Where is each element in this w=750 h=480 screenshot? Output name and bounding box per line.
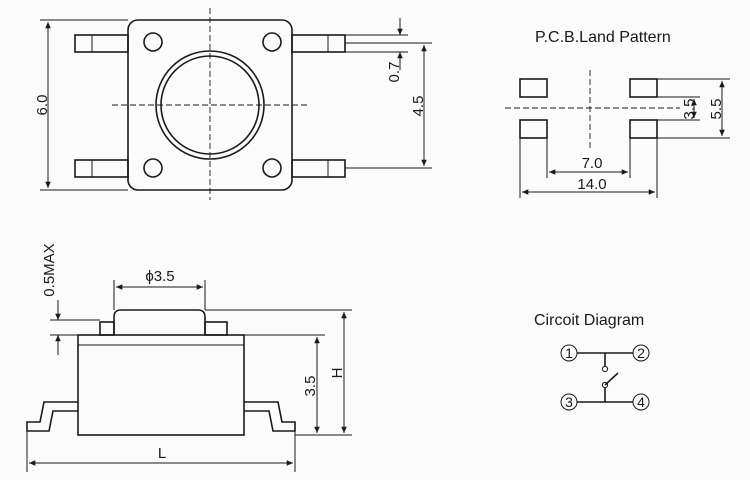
mount-hole <box>143 32 163 52</box>
dim-stem-label: 0.5MAX <box>41 243 58 296</box>
lead-top-right <box>291 34 346 53</box>
switch-contact <box>601 365 609 373</box>
svg-text:2: 2 <box>637 345 645 361</box>
dim-width-label: 6.0 <box>34 95 51 116</box>
lead-top-left <box>74 34 129 53</box>
node-4: 4 <box>632 393 650 411</box>
dim-lead-label: 0.7 <box>386 62 403 83</box>
svg-text:4: 4 <box>637 394 645 410</box>
mount-hole <box>143 158 163 178</box>
dim-inner-label: 7.0 <box>582 155 603 172</box>
side-bump <box>99 321 115 336</box>
pcb-land-pattern: P.C.B.Land Pattern 3.5 5.5 7.0 14.0 <box>505 29 730 198</box>
side-lead-right <box>244 401 296 432</box>
mount-hole <box>262 158 282 178</box>
pad <box>519 119 548 139</box>
svg-text:3: 3 <box>565 394 573 410</box>
node-3: 3 <box>560 393 578 411</box>
top-view: 6.0 0.7 4.5 <box>34 8 432 200</box>
dim-outer-label: 14.0 <box>577 176 606 193</box>
node-1: 1 <box>560 344 578 362</box>
dim-diameter-label: ϕ3.5 <box>145 268 174 285</box>
pcb-title: P.C.B.Land Pattern <box>535 29 671 46</box>
dim-pad-pitch-label: 5.5 <box>708 99 725 120</box>
pad <box>629 78 658 98</box>
side-body <box>77 334 245 436</box>
pad <box>629 119 658 139</box>
actuator-outer <box>155 50 265 160</box>
circuit-title: Circoit Diagram <box>534 312 644 329</box>
side-view: 0.5MAX ϕ3.5 3.5 H L <box>26 243 352 472</box>
switch-contact <box>601 381 609 389</box>
node-2: 2 <box>632 344 650 362</box>
dim-pitch-label: 4.5 <box>410 96 427 117</box>
dim-body-label: 3.5 <box>302 376 319 397</box>
dim-pad-gap-label: 3.5 <box>681 99 698 120</box>
dim-length-label: L <box>158 445 166 462</box>
side-lead-left <box>26 401 78 432</box>
circuit-diagram: Circoit Diagram 1 2 3 4 <box>534 312 650 411</box>
dim-height-label: H <box>329 368 346 379</box>
mount-hole <box>262 32 282 52</box>
lead-bottom-left <box>74 159 129 178</box>
lead-bottom-right <box>291 159 346 178</box>
side-bump <box>204 321 228 336</box>
switch-blade <box>604 372 619 386</box>
side-actuator <box>113 309 206 335</box>
svg-text:1: 1 <box>565 345 573 361</box>
pad <box>519 78 548 98</box>
